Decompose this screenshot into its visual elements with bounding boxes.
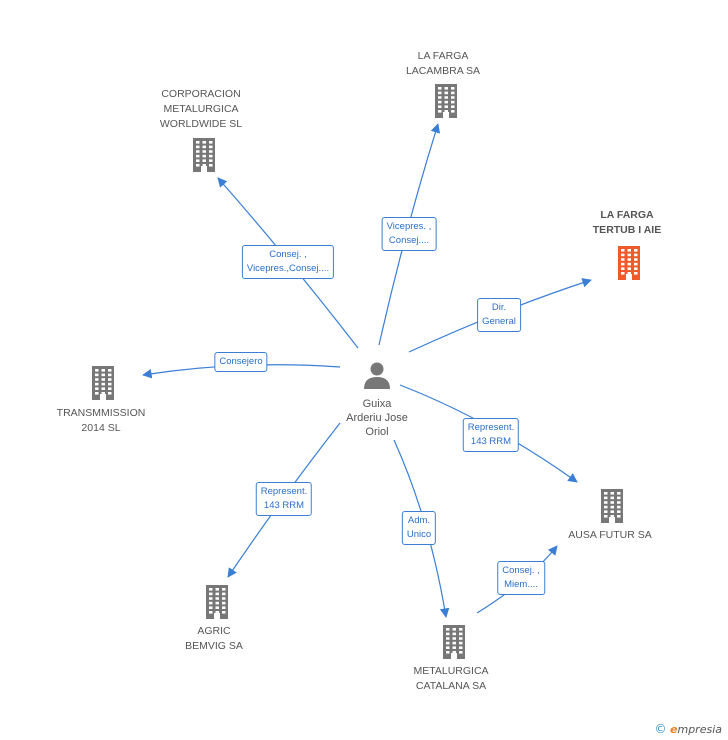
building-icon [435,84,457,118]
company-label-line: METALURGICA [413,665,489,677]
company-label-line: LA FARGA [417,50,469,62]
company-label-line: 2014 SL [81,422,121,434]
person-name-line-1: Guixa [362,398,392,410]
footer-brand: © empresia [655,722,722,736]
company-label: CORPORACION METALURGICA WORLDWIDE SL [160,87,242,132]
company-label: METALURGICA CATALANA SA [413,664,488,694]
company-label: AGRIC BEMVIG SA [185,624,243,654]
building-icon [92,366,114,400]
company-label-line: METALURGICA [163,103,239,115]
relation-label-line: 143 RRM [470,436,512,447]
person-name: Guixa Arderiu Jose Oriol [346,397,408,439]
company-label-line: WORLDWIDE SL [159,118,243,130]
relation-label-line: Represent. [260,486,308,497]
person-name-line-3: Oriol [365,426,389,438]
relation-label-line: Consej.... [388,235,430,246]
relation-label-line: Vicepres. , [386,221,432,232]
relation-label-line: Dir. [491,302,507,313]
relation-label-line: Vicepres.,Consej.... [246,263,330,274]
building-icon [443,625,465,659]
relation-label-lafarga-lacambra[interactable]: Vicepres. , Consej.... [381,217,437,251]
company-label-line: TERTUB I AIE [592,224,662,236]
building-icon [618,246,640,280]
company-label: AUSA FUTUR SA [568,528,651,543]
relation-label-line: Consej. , [269,249,307,260]
person-icon [364,362,390,389]
copyright-icon: © [654,722,667,736]
company-label-line: LA FARGA [600,209,654,221]
relation-label-line: Miem.... [504,579,538,590]
company-label-line: CATALANA SA [415,680,487,692]
relation-label-catalana-ausa[interactable]: Consej. , Miem.... [497,561,545,595]
brand-initial: e [670,723,678,736]
company-label-line: AGRIC [197,625,231,637]
company-label: LA FARGA LACAMBRA SA [406,49,480,79]
company-label-line: CORPORACION [161,88,241,100]
relation-label-line: Unico [406,529,432,540]
company-label-line: BEMVIG SA [185,640,243,652]
relation-label-lafarga-tertub[interactable]: Dir. General [477,298,521,332]
person-name-line-2: Arderiu Jose [346,412,408,424]
relation-label-line: Adm. [407,515,431,526]
company-label: LA FARGA TERTUB I AIE [593,208,661,238]
company-label-line: LACAMBRA SA [405,65,481,77]
relation-label-line: Represent. [467,422,515,433]
relation-label-ausa-futur[interactable]: Represent. 143 RRM [462,418,520,452]
building-icon [193,138,215,172]
relation-label-line: Consejero [219,356,263,367]
company-label: TRANSMMISSION 2014 SL [57,406,146,436]
relation-label-agric-bemvig[interactable]: Represent. 143 RRM [255,482,313,516]
relation-label-metalurgica-catalana[interactable]: Adm. Unico [401,511,437,545]
company-label-line: AUSA FUTUR SA [568,529,652,541]
company-label-line: TRANSMMISSION [56,407,146,419]
brand-name: mpresia [677,723,722,736]
building-icon [206,585,228,619]
relation-label-line: 143 RRM [263,500,305,511]
relation-label-line: Consej. , [502,565,540,576]
relation-label-transmmission[interactable]: Consejero [214,352,268,372]
relation-label-line: General [482,316,516,327]
building-icon [601,489,623,523]
relation-label-corporacion[interactable]: Consej. , Vicepres.,Consej.... [241,245,335,279]
